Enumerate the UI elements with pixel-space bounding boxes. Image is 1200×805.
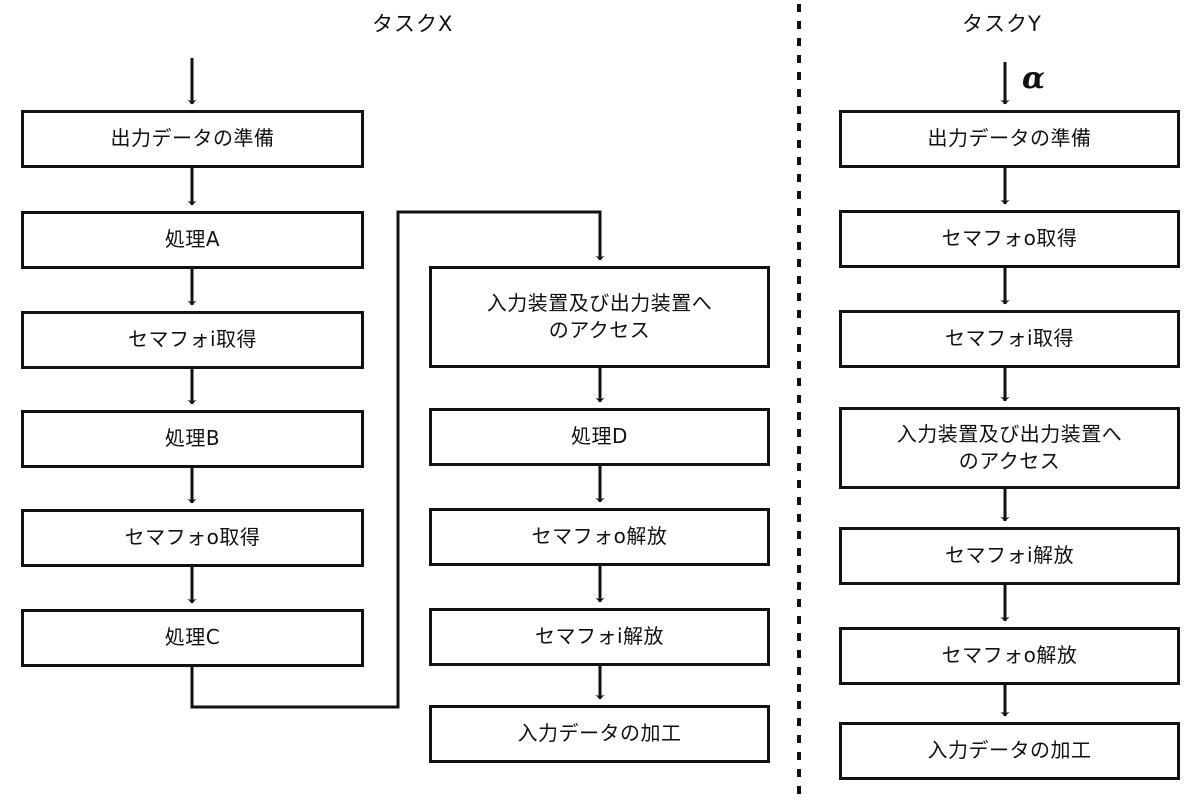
alpha-annotation: α (1022, 61, 1046, 96)
node-acquire-semaphore-i-x[interactable]: セマフォi取得 (21, 311, 364, 369)
node-label: 処理D (571, 424, 628, 449)
node-process-c[interactable]: 処理C (21, 609, 364, 667)
column-title-task-y: タスクY (962, 12, 1042, 36)
node-label-line-1: 入力装置及び出力装置へ (896, 422, 1123, 446)
node-output-data-preparation-x[interactable]: 出力データの準備 (21, 110, 364, 168)
node-acquire-semaphore-o-x[interactable]: セマフォo取得 (21, 509, 364, 567)
node-label-multiline: 入力装置及び出力装置へ のアクセス (487, 290, 713, 344)
node-label: 出力データの準備 (110, 126, 275, 151)
node-label-line-2: のアクセス (548, 318, 651, 342)
node-output-data-preparation-y[interactable]: 出力データの準備 (839, 110, 1180, 168)
node-acquire-semaphore-i-y[interactable]: セマフォi取得 (839, 310, 1180, 368)
node-io-device-access-y[interactable]: 入力装置及び出力装置へ のアクセス (839, 407, 1180, 489)
node-label: 処理B (164, 426, 221, 451)
column-title-task-x: タスクX (372, 12, 454, 36)
node-label: 入力データの加工 (517, 721, 682, 746)
node-label-line-2: のアクセス (958, 449, 1061, 473)
node-label: セマフォo解放 (941, 643, 1078, 668)
node-label-line-1: 入力装置及び出力装置へ (486, 291, 713, 315)
node-input-data-processing-x[interactable]: 入力データの加工 (429, 705, 770, 763)
node-label: セマフォo取得 (124, 525, 261, 550)
node-io-device-access-x[interactable]: 入力装置及び出力装置へ のアクセス (429, 266, 770, 368)
node-label: セマフォi解放 (944, 543, 1075, 568)
node-process-a[interactable]: 処理A (21, 211, 364, 269)
node-label: 処理C (164, 625, 221, 650)
node-label-multiline: 入力装置及び出力装置へ のアクセス (897, 421, 1123, 475)
node-release-semaphore-i-y[interactable]: セマフォi解放 (839, 527, 1180, 585)
node-release-semaphore-o-x[interactable]: セマフォo解放 (429, 508, 770, 566)
node-process-b[interactable]: 処理B (21, 410, 364, 468)
node-label: セマフォo取得 (941, 226, 1078, 251)
node-release-semaphore-o-y[interactable]: セマフォo解放 (839, 627, 1180, 685)
node-release-semaphore-i-x[interactable]: セマフォi解放 (429, 608, 770, 666)
node-input-data-processing-y[interactable]: 入力データの加工 (839, 722, 1180, 780)
node-label: 処理A (164, 227, 221, 252)
node-acquire-semaphore-o-y[interactable]: セマフォo取得 (839, 210, 1180, 268)
connector-x6-m1 (190, 210, 605, 709)
node-label: セマフォi取得 (127, 327, 258, 352)
node-label: セマフォi解放 (534, 624, 665, 649)
node-label: セマフォi取得 (944, 326, 1075, 351)
node-label: セマフォo解放 (531, 524, 668, 549)
node-label: 出力データの準備 (927, 126, 1092, 151)
node-label: 入力データの加工 (927, 738, 1092, 763)
node-process-d[interactable]: 処理D (429, 408, 770, 466)
